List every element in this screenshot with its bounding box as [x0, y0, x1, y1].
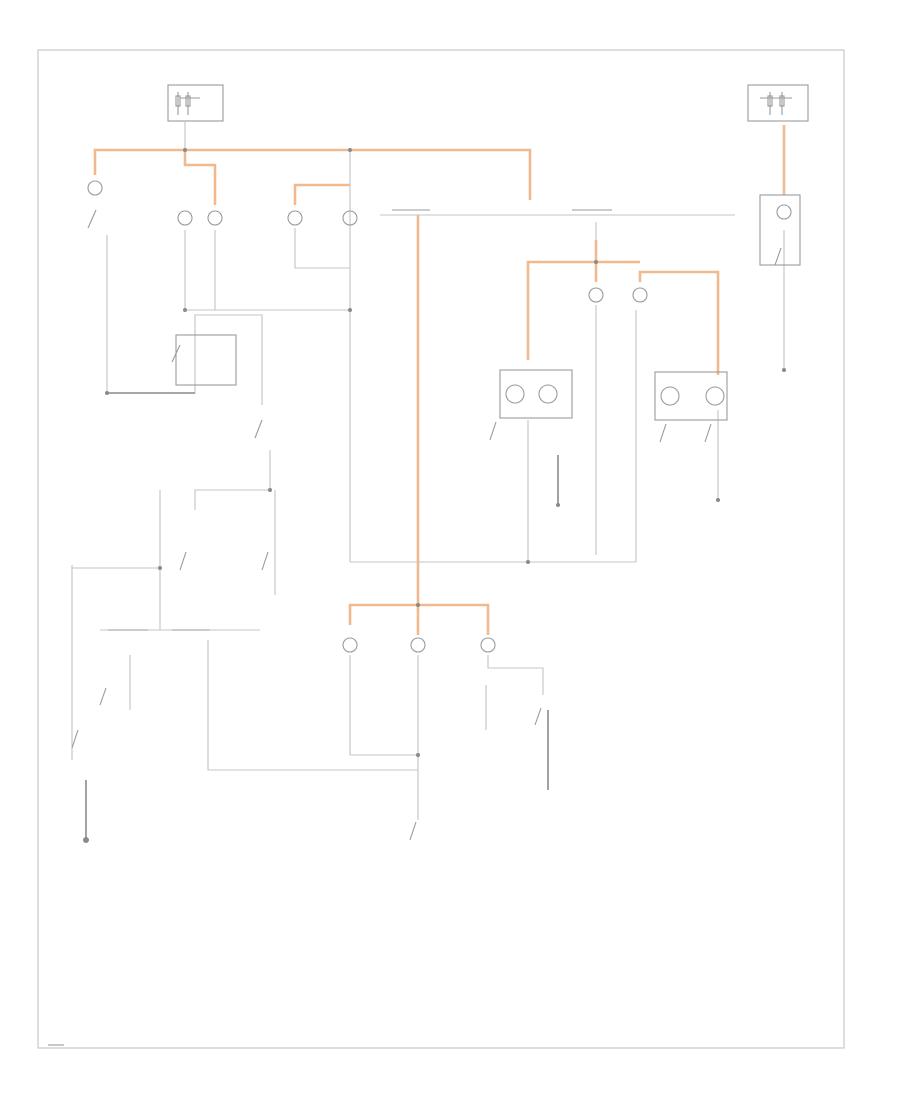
- ground-wires: [85, 392, 559, 840]
- fuse-block-left: [167, 84, 224, 122]
- splice-nodes: [83, 148, 786, 843]
- power-wires: [93, 125, 786, 635]
- fuse-block-right: [747, 84, 809, 122]
- circuit-wires: [71, 120, 785, 820]
- label-marks: [48, 97, 792, 1046]
- diagram-frame: [37, 49, 845, 1049]
- lamp-symbols: [87, 180, 792, 653]
- switch-symbols: [71, 194, 801, 841]
